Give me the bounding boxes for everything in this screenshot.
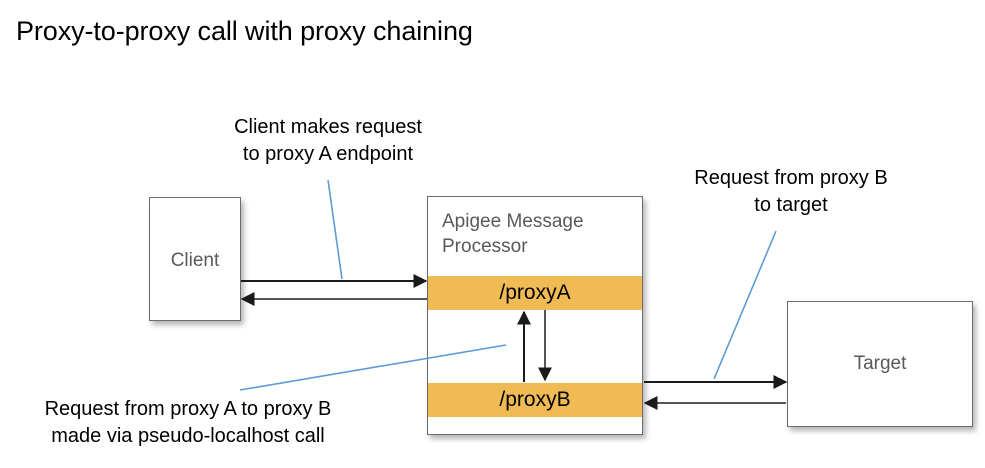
node-target[interactable]: Target: [787, 301, 973, 427]
node-message-processor[interactable]: Apigee Message Processor /proxyA /proxyB: [427, 196, 643, 435]
page-title: Proxy-to-proxy call with proxy chaining: [16, 16, 473, 46]
annotation-client-request: Client makes request to proxy A endpoint: [234, 116, 422, 165]
node-message-processor-label: Apigee Message Processor: [442, 211, 584, 257]
leader-line-client-request: [327, 179, 343, 280]
band-proxy-a[interactable]: /proxyA: [428, 276, 642, 310]
node-target-label: Target: [853, 353, 907, 374]
annotation-proxyb-to-target: Request from proxy B to target: [694, 167, 888, 216]
annotation-proxy-chain: Request from proxy A to proxy B made via…: [44, 398, 332, 447]
node-client[interactable]: Client: [149, 197, 241, 321]
band-proxy-b[interactable]: /proxyB: [428, 383, 642, 417]
node-client-label: Client: [170, 250, 220, 271]
leader-line-proxyb-to-target: [713, 230, 777, 380]
